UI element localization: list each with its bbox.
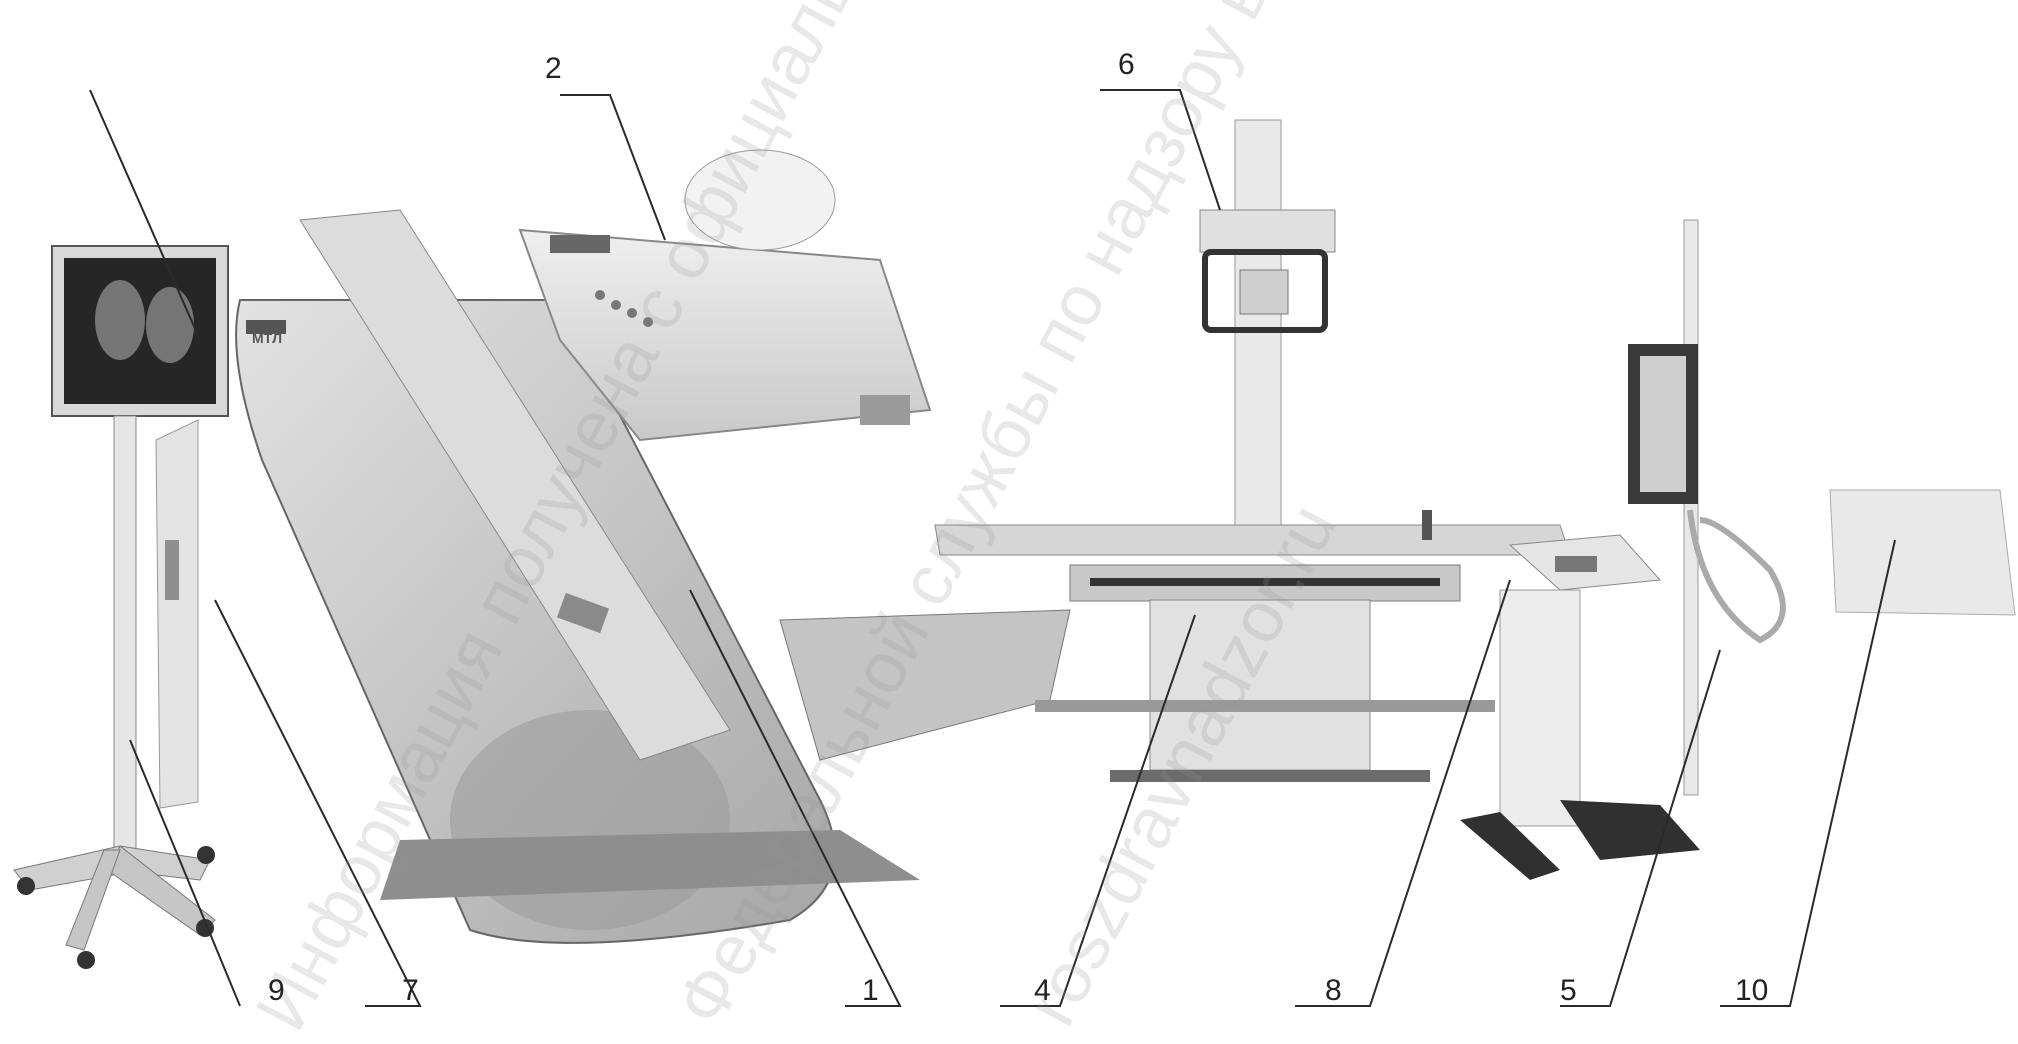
monitor-stand (13, 245, 229, 969)
control-console-8 (1460, 534, 1700, 880)
cassette-plate-10 (1829, 489, 2016, 616)
brand-logo: MTЛ (252, 330, 283, 346)
tilting-table-unit (235, 209, 1071, 944)
detector-panel-7 (155, 419, 199, 809)
label-9: 9 (268, 974, 285, 1007)
label-7: 7 (402, 974, 419, 1007)
wall-bucky-5 (1628, 219, 1786, 796)
label-1: 1 (862, 974, 879, 1007)
equipment-illustration (13, 89, 2016, 1007)
column-stand-6 (1199, 119, 1336, 541)
label-10: 10 (1735, 974, 1769, 1007)
patient-table-4 (934, 510, 1571, 782)
label-2: 2 (545, 52, 562, 85)
label-6: 6 (1118, 48, 1135, 81)
label-5: 5 (1560, 974, 1577, 1007)
label-4: 4 (1034, 974, 1051, 1007)
xray-tube-assembly (518, 149, 932, 442)
label-8: 8 (1325, 974, 1342, 1007)
xray-system-diagram: Информация получена с официального сайта… (13, 0, 2016, 1043)
leader-lines (89, 89, 1896, 1007)
